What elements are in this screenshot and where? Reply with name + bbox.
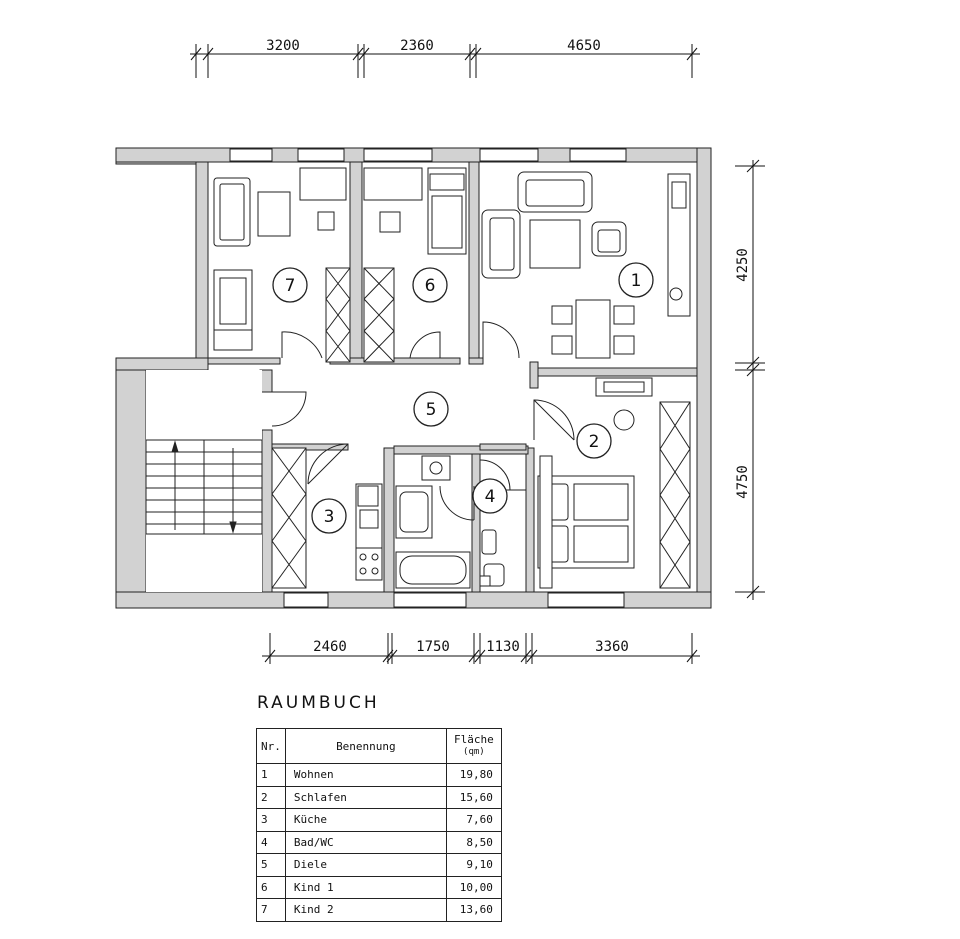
table-row: 1 Wohnen 19,80 [256, 763, 502, 787]
room-marker-5 [413, 391, 449, 427]
row-name: Diele [284, 853, 447, 877]
furniture [213, 167, 691, 589]
row-area: 13,60 [445, 898, 502, 922]
row-name: Kind 2 [284, 898, 447, 922]
room-number-7: 7 [285, 276, 296, 296]
dimension-labels: 3200 2360 4650 4250 4750 2460 1750 1130 … [266, 38, 751, 655]
dim-bottom-4: 3360 [595, 639, 629, 655]
row-name: Bad/WC [284, 830, 447, 854]
room-numbers: 1 2 3 4 5 6 7 [285, 271, 642, 527]
table-row: 3 Küche 7,60 [256, 808, 502, 832]
dim-top-1: 3200 [266, 38, 300, 54]
row-nr: 3 [256, 808, 286, 832]
table-row: 4 Bad/WC 8,50 [256, 830, 502, 854]
room-marker-2 [576, 423, 612, 459]
room-marker-6 [412, 267, 448, 303]
table-row: 5 Diele 9,10 [256, 853, 502, 877]
room-marker-1 [618, 262, 654, 298]
dim-top-2: 2360 [400, 38, 434, 54]
raumbuch-table: Nr. Benennung Fläche (qm) 1 Wohnen 19,80… [256, 728, 502, 922]
dim-bottom-2: 1750 [416, 639, 450, 655]
row-area: 9,10 [445, 853, 502, 877]
row-nr: 6 [256, 875, 286, 899]
room-number-4: 4 [485, 487, 496, 507]
dim-bottom-1: 2460 [313, 639, 347, 655]
header-nr: Nr. [256, 728, 286, 764]
room-marker-4 [472, 478, 508, 514]
row-name: Wohnen [284, 763, 447, 787]
row-nr: 1 [256, 763, 286, 787]
row-area: 15,60 [445, 785, 502, 809]
row-name: Küche [284, 808, 447, 832]
dimension-lines [190, 44, 765, 664]
row-name: Schlafen [284, 785, 447, 809]
room-number-3: 3 [324, 507, 335, 527]
header-name: Benennung [284, 728, 447, 764]
table-row: 6 Kind 1 10,00 [256, 875, 502, 899]
row-area: 19,80 [445, 763, 502, 787]
row-name: Kind 1 [284, 875, 447, 899]
room-marker-7 [272, 267, 308, 303]
table-row: 7 Kind 2 13,60 [256, 898, 502, 922]
header-area: Fläche (qm) [445, 728, 502, 764]
room-number-1: 1 [631, 271, 642, 291]
raumbuch-title: RAUMBUCH [257, 693, 380, 713]
room-marker-3 [311, 498, 347, 534]
room-number-2: 2 [589, 432, 600, 452]
dim-right-1: 4250 [735, 248, 751, 282]
row-area: 10,00 [445, 875, 502, 899]
row-nr: 4 [256, 830, 286, 854]
table-header-row: Nr. Benennung Fläche (qm) [256, 728, 502, 764]
room-markers [272, 262, 654, 534]
dim-top-3: 4650 [567, 38, 601, 54]
table-row: 2 Schlafen 15,60 [256, 785, 502, 809]
windows [229, 148, 627, 608]
dim-right-2: 4750 [735, 465, 751, 499]
room-number-6: 6 [425, 276, 436, 296]
row-nr: 5 [256, 853, 286, 877]
row-nr: 2 [256, 785, 286, 809]
header-area-unit: (qm) [463, 747, 485, 757]
room-number-5: 5 [426, 400, 437, 420]
header-area-label: Fläche [454, 733, 494, 746]
row-area: 7,60 [445, 808, 502, 832]
row-nr: 7 [256, 898, 286, 922]
row-area: 8,50 [445, 830, 502, 854]
staircase [145, 370, 263, 592]
dim-bottom-3: 1130 [486, 639, 520, 655]
